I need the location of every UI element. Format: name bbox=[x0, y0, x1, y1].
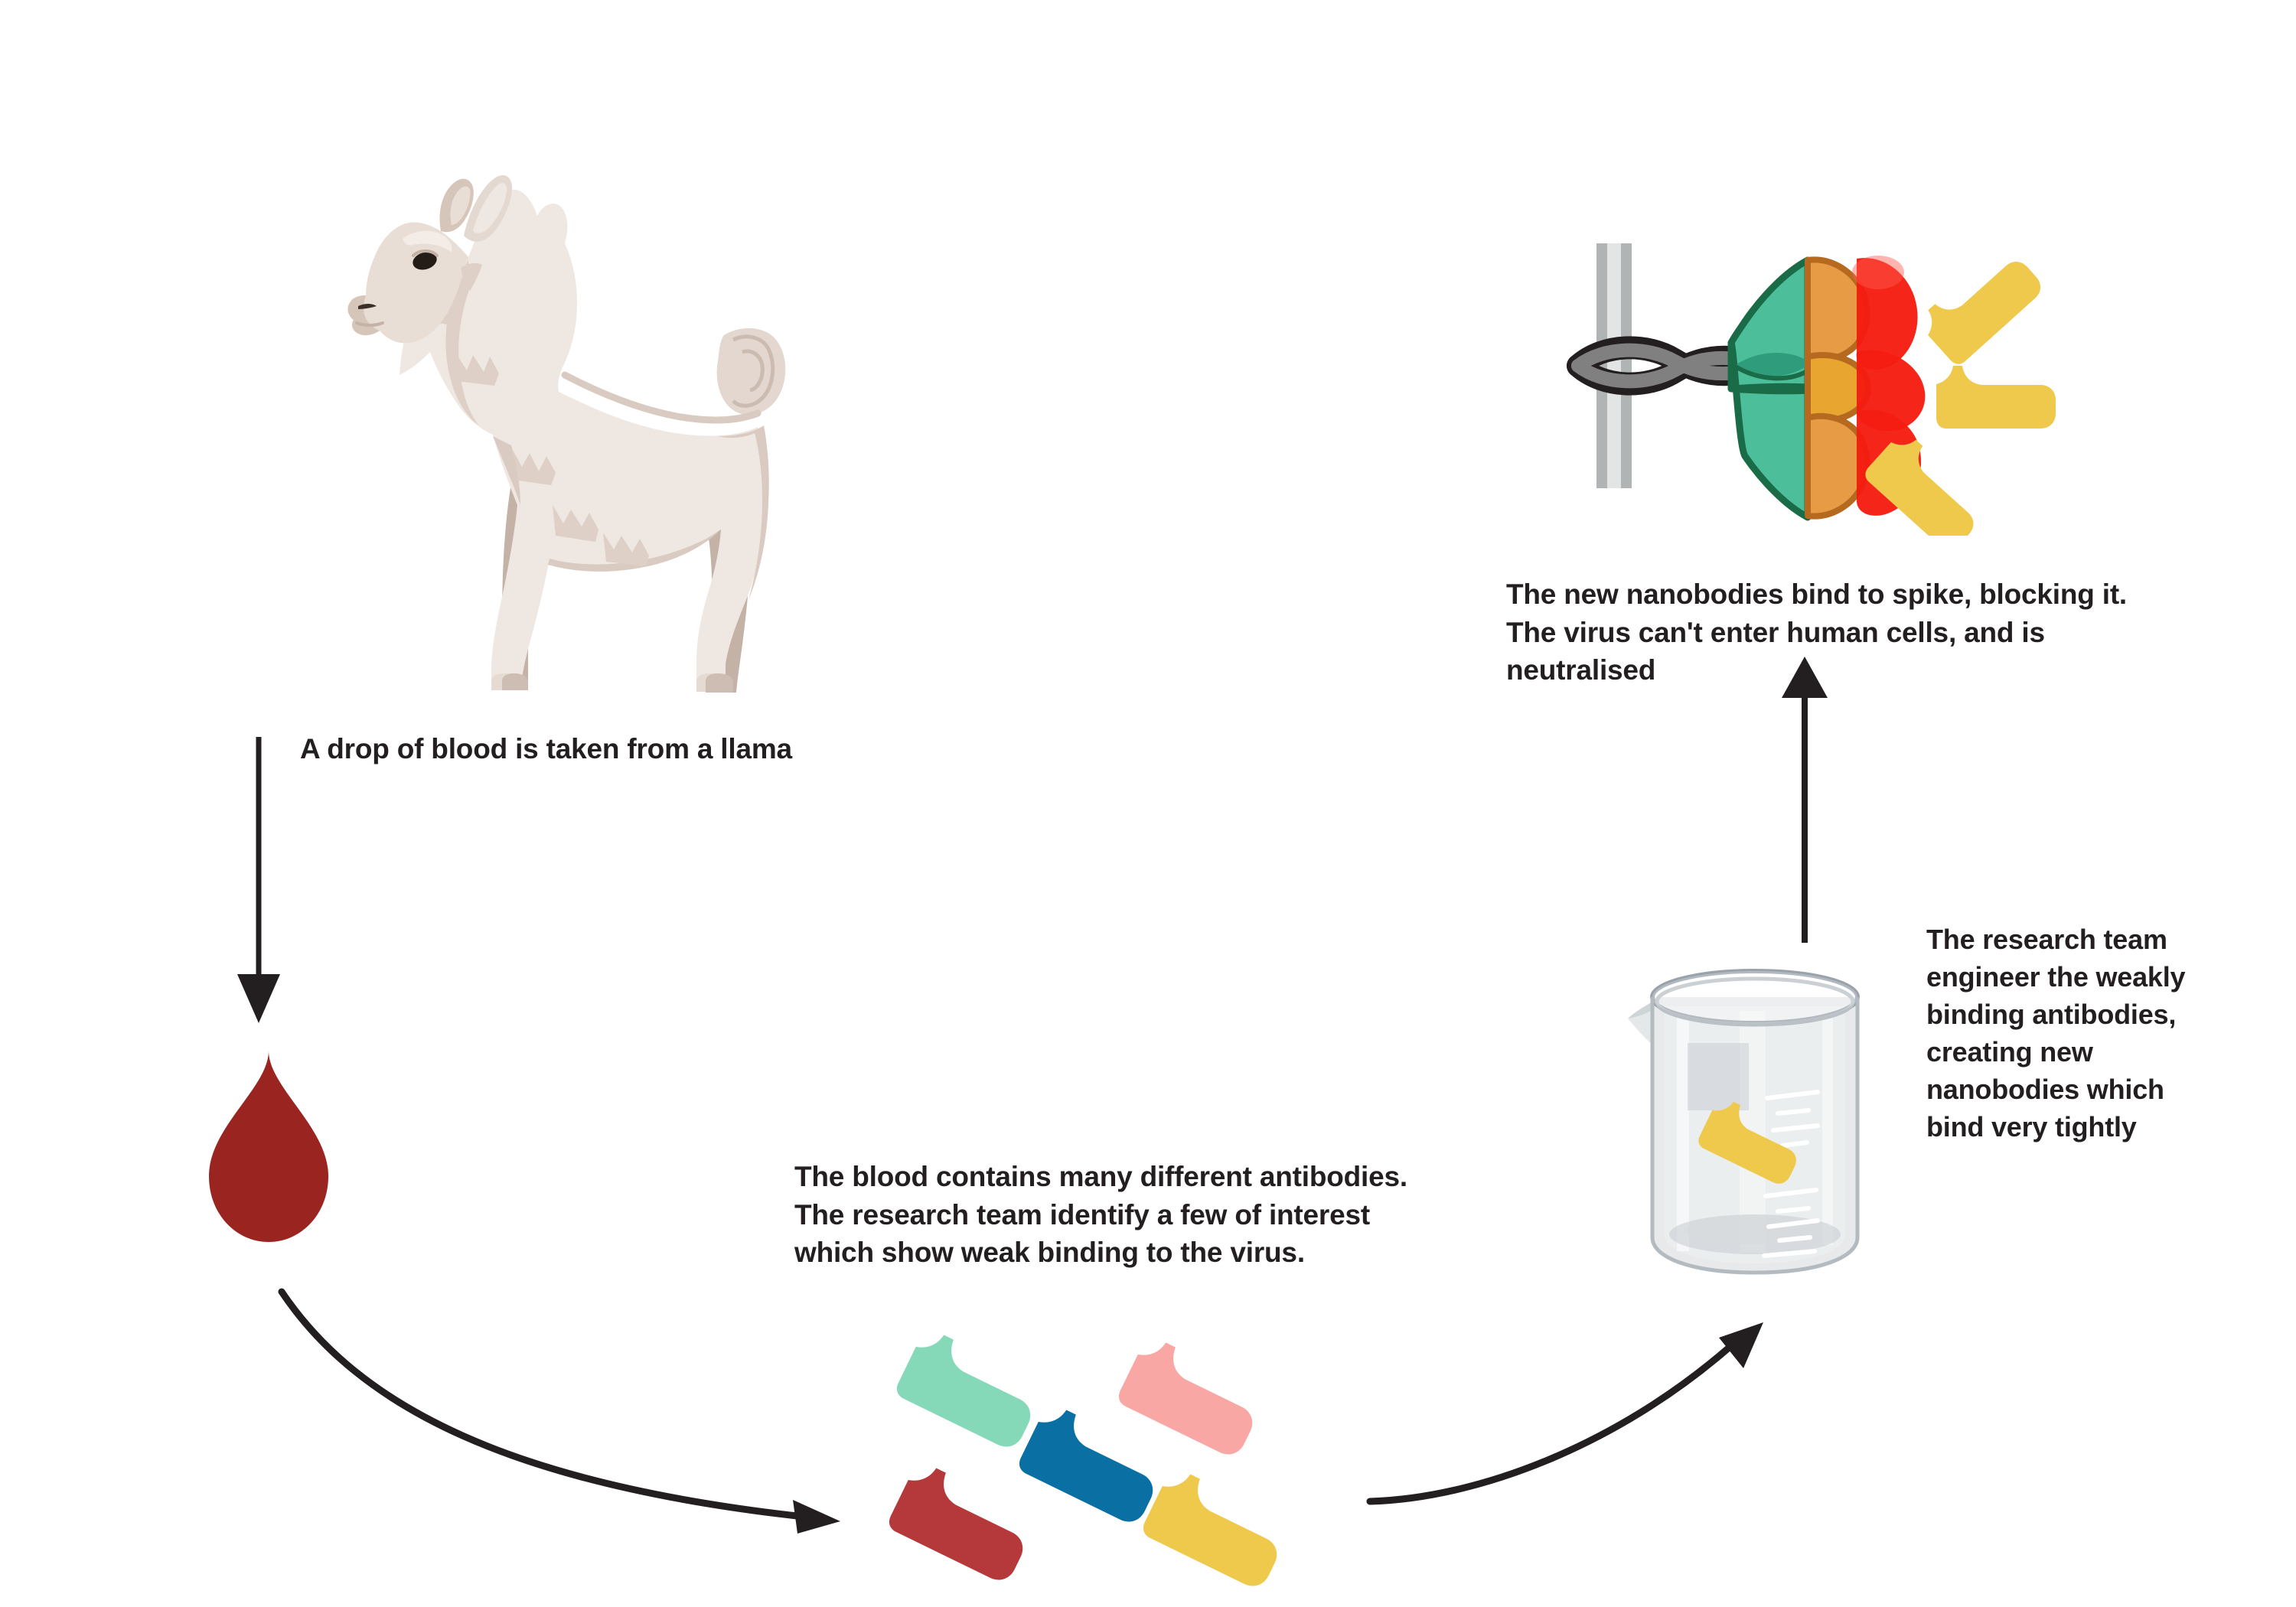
blood-drop-illustration bbox=[195, 1045, 371, 1251]
caption-llama: A drop of blood is taken from a llama bbox=[300, 733, 792, 764]
arrow-antibodies-to-beaker bbox=[1362, 1293, 1806, 1538]
antibody-cluster-illustration bbox=[885, 1316, 1316, 1592]
caption-engineer: The research team engineer the weakly bi… bbox=[1926, 924, 2186, 1143]
arrow-llama-to-blood bbox=[222, 731, 329, 1029]
beaker-illustration bbox=[1626, 953, 1894, 1282]
arrow-blood-to-antibodies bbox=[245, 1263, 865, 1538]
caption-neutralised: The new nanobodies bind to spike, blocki… bbox=[1506, 579, 2128, 686]
caption-antibodies: The blood contains many different antibo… bbox=[794, 1161, 1407, 1269]
llama-illustration bbox=[268, 145, 804, 719]
arrow-beaker-to-spike bbox=[1776, 643, 1883, 949]
spike-protein-illustration bbox=[1561, 207, 2082, 549]
